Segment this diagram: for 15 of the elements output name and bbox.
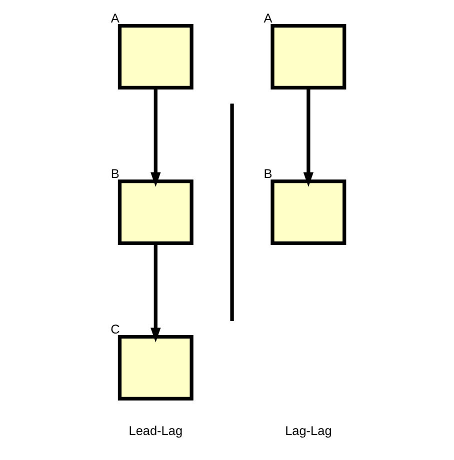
node-label: C <box>110 321 120 336</box>
node-label: A <box>263 10 272 26</box>
node-label: B <box>110 166 119 181</box>
node-box <box>117 335 193 401</box>
node-box <box>270 24 346 90</box>
arrow <box>150 88 160 187</box>
label: Lag-Lag <box>284 422 332 438</box>
node-box <box>117 180 193 245</box>
node-box <box>270 180 346 245</box>
label: Lead-Lag <box>128 422 182 438</box>
arrow <box>302 88 314 187</box>
node-label: A <box>110 10 119 26</box>
node-label: B <box>263 166 272 181</box>
node-box <box>117 24 193 90</box>
arrow <box>150 244 160 342</box>
